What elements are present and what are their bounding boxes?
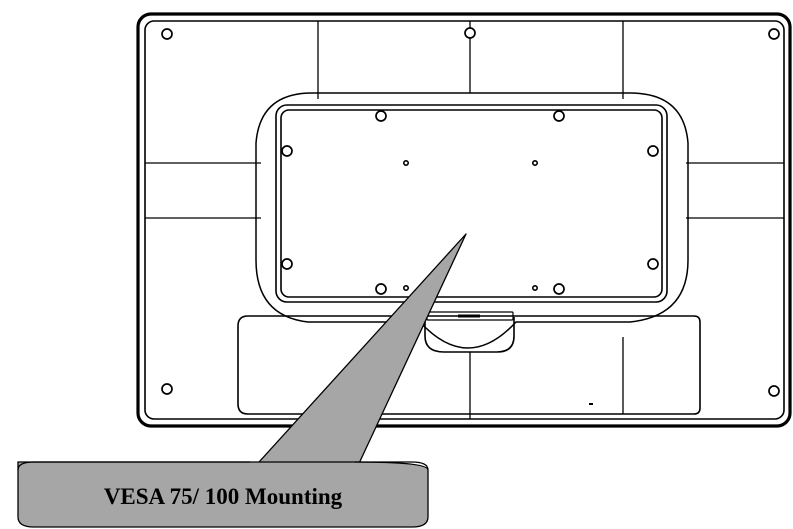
- vesa-100-screw-holes: [281, 110, 659, 295]
- screw-hole-bottom-left: [161, 383, 173, 395]
- panel-seam-lines: [145, 21, 784, 419]
- housing-screw-holes: [161, 27, 780, 397]
- vesa-small-hole-lower-left: [402, 284, 409, 291]
- vesa-plate-inner: [280, 109, 663, 298]
- screw-hole-top-left: [161, 28, 173, 40]
- callout-pointer: [249, 233, 467, 473]
- screw-hole-top-center: [464, 27, 476, 39]
- callout-box-top-edge: [17, 461, 429, 471]
- vesa-small-hole-upper-right: [531, 160, 538, 167]
- screw-hole-bottom-right: [768, 385, 780, 397]
- monitor-back-housing: [136, 12, 792, 428]
- vesa-hole-upper-left-a: [375, 110, 387, 122]
- vesa-hole-upper-right-b: [647, 145, 659, 157]
- vesa-small-hole-upper-left: [402, 160, 409, 167]
- vesa-75-screw-holes: [402, 160, 538, 291]
- callout-label: VESA 75/ 100 Mounting: [104, 484, 343, 509]
- vesa-callout: VESA 75/ 100 Mounting: [17, 233, 467, 528]
- housing-inner-edge: [144, 20, 785, 420]
- cable-cover: [237, 315, 701, 415]
- vesa-mounting-plate: [275, 104, 668, 303]
- screw-hole-top-right: [768, 28, 780, 40]
- housing-outer-edge: [136, 12, 792, 428]
- vesa-hole-lower-right-b: [647, 258, 659, 270]
- vesa-hole-upper-left-b: [281, 145, 293, 157]
- vesa-hole-upper-right-a: [553, 110, 565, 122]
- stand-housing-outline: [255, 92, 689, 349]
- stand-hinge-slot: [424, 311, 515, 353]
- hinge-cup: [424, 317, 515, 353]
- vesa-hole-lower-left-a: [375, 283, 387, 295]
- cable-cover-mark: [589, 403, 593, 405]
- vesa-plate-outer: [275, 104, 668, 303]
- vesa-hole-lower-right-a: [553, 283, 565, 295]
- vesa-hole-lower-left-b: [281, 258, 293, 270]
- vesa-small-hole-lower-right: [531, 284, 538, 291]
